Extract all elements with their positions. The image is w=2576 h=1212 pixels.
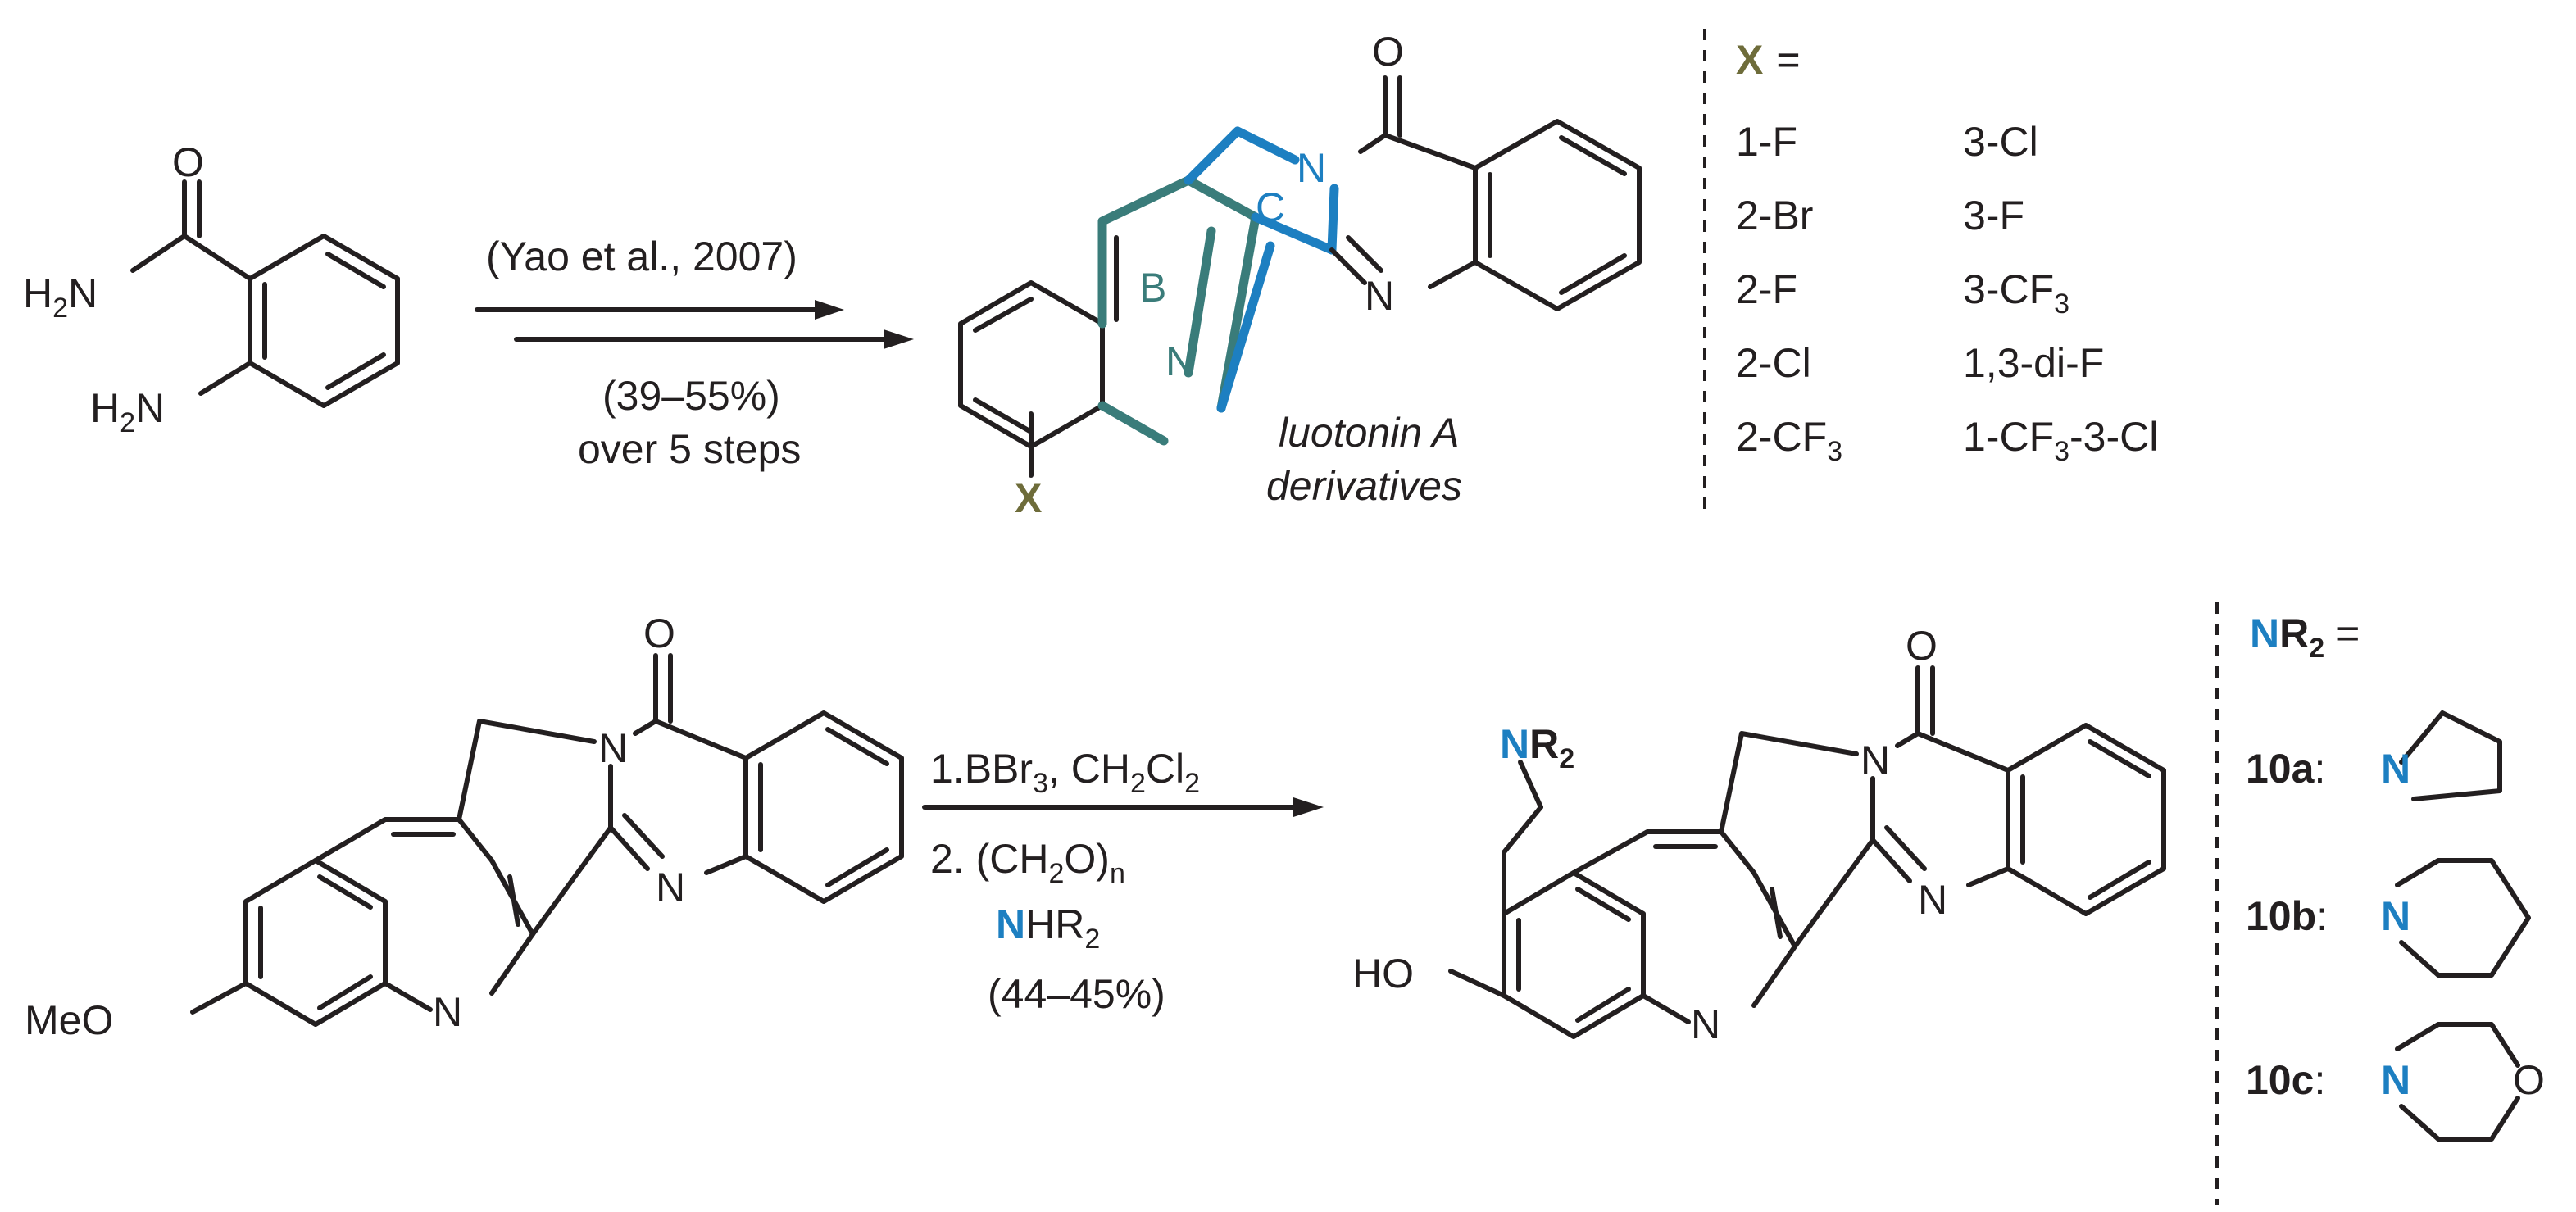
- atom-n: N: [598, 725, 628, 771]
- reaction1-steps: over 5 steps: [578, 426, 801, 472]
- x-table-cell: 2-Br: [1736, 193, 1813, 238]
- atom-o: O: [2513, 1057, 2545, 1103]
- atom-n: N: [1165, 338, 1195, 384]
- x-table-cell: 2-F: [1736, 266, 1797, 312]
- atom-n: N: [1918, 877, 1947, 923]
- x-table-header: X=: [1736, 37, 1801, 83]
- x-table-cell: 1-F: [1736, 119, 1797, 165]
- atom-n: N: [2381, 746, 2410, 792]
- compound-10b: 10b:: [2246, 893, 2328, 939]
- atom-n: N: [2381, 1057, 2410, 1103]
- hydroxy-label: HO: [1352, 951, 1414, 996]
- compound-10c: 10c:: [2246, 1057, 2325, 1103]
- x-table-cell: 3-CF3: [1963, 266, 2069, 320]
- nr2-substituent-label: NR2: [1500, 721, 1574, 774]
- amine-nh2-label: H2N: [90, 385, 165, 438]
- atom-n: N: [1365, 273, 1394, 319]
- x-table-cell: 2-Cl: [1736, 340, 1811, 386]
- x-substituent-label: X: [1015, 475, 1042, 521]
- atom-o: O: [643, 611, 675, 656]
- amide-nh2-label: H2N: [23, 270, 98, 324]
- atom-o: O: [172, 139, 204, 185]
- reaction1-yield: (39–55%): [602, 373, 780, 419]
- nr2-table-header: NR2=: [2250, 611, 2360, 664]
- x-table-cell: 1,3-di-F: [1963, 340, 2104, 386]
- x-table-cell: 1-CF3-3-Cl: [1963, 414, 2158, 467]
- ring-b-label: B: [1139, 265, 1166, 311]
- x-table-cell: 3-Cl: [1963, 119, 2038, 165]
- atom-n: N: [433, 989, 462, 1035]
- luotonin-a-structure: O N N N B C X luotonin A derivatives: [958, 29, 1642, 521]
- reaction2-arrow: 1.BBr3, CH2Cl2 2. (CH2O)n NHR2 (44–45%): [922, 746, 1324, 1017]
- atom-n: N: [1691, 1001, 1720, 1047]
- atom-o: O: [1372, 29, 1404, 75]
- product-name-line2: derivatives: [1266, 463, 1462, 509]
- reaction1-arrow: (Yao et al., 2007) (39–55%) over 5 steps: [475, 234, 914, 472]
- reaction1-reference: (Yao et al., 2007): [486, 234, 797, 279]
- atom-n: N: [1860, 738, 1890, 783]
- atom-o: O: [1906, 623, 1938, 669]
- ring-c-label: C: [1256, 184, 1285, 230]
- mannich-product-structure: O N N N HO NR2: [1352, 623, 2166, 1047]
- product-name-line1: luotonin A: [1279, 410, 1460, 456]
- nr2-amine-table: NR2= 10a: N 10b: N 10c: N O: [2215, 602, 2545, 1205]
- atom-n: N: [2381, 893, 2410, 939]
- reaction2-amine: NHR2: [996, 901, 1100, 955]
- methoxy-label: MeO: [25, 997, 113, 1043]
- atom-n: N: [656, 865, 685, 910]
- x-table-cell: 3-F: [1963, 193, 2024, 238]
- compound-10a: 10a:: [2246, 746, 2325, 792]
- x-substituent-table: X= 1-F 2-Br 2-F 2-Cl 2-CF3 3-Cl 3-F 3-CF…: [1703, 29, 2158, 516]
- atom-n: N: [1297, 145, 1326, 191]
- anthranilamide-structure: O H2N H2N: [23, 139, 400, 438]
- methoxy-luotonin-structure: O N N N MeO: [25, 611, 904, 1043]
- x-table-cell: 2-CF3: [1736, 414, 1842, 467]
- reaction2-step1: 1.BBr3, CH2Cl2: [930, 746, 1200, 799]
- reaction2-step2: 2. (CH2O)n: [930, 836, 1125, 889]
- reaction2-yield: (44–45%): [988, 971, 1165, 1017]
